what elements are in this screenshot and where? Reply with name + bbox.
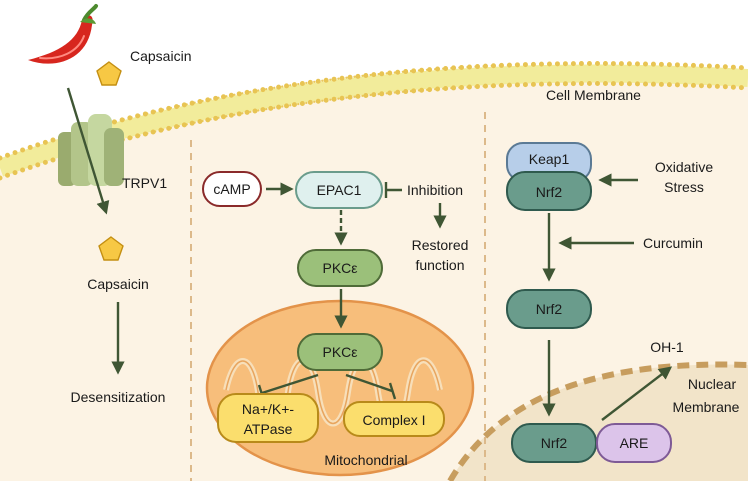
inhibit-complex1-line [345, 373, 393, 393]
are-node [596, 423, 672, 463]
svg-text:ATPase: ATPase [244, 421, 293, 437]
svg-text:PKCε: PKCε [322, 260, 357, 276]
label-oxidative: Oxidative [655, 159, 714, 175]
pkce-node [297, 249, 383, 287]
svg-text:Nrf2: Nrf2 [541, 435, 568, 451]
nrf2-free-node [506, 289, 592, 329]
capsaicin-entry-arrow [66, 87, 110, 215]
complex1-node [343, 401, 445, 437]
nrf2-bound-node [506, 171, 592, 211]
svg-text:cAMP: cAMP [213, 181, 250, 197]
label-function: function [415, 257, 464, 273]
label-inhibition: Inhibition [407, 182, 463, 198]
label-cell-membrane: Cell Membrane [546, 87, 641, 103]
oh1-expression-arrow [601, 366, 673, 421]
nuclear-membrane [447, 361, 748, 481]
svg-text:PKCε: PKCε [322, 344, 357, 360]
label-membrane: Membrane [673, 399, 740, 415]
capsaicin-pentagon-icon [98, 236, 124, 261]
svg-text:Keap1: Keap1 [529, 151, 570, 167]
pkce-mito-node [297, 333, 383, 371]
na-k-atpase-node [217, 393, 319, 443]
mitochondrion [205, 299, 475, 477]
label-capsaicin-top: Capsaicin [130, 48, 191, 64]
label-restored: Restored [412, 237, 469, 253]
label-nuclear: Nuclear [688, 376, 737, 392]
svg-text:EPAC1: EPAC1 [317, 182, 362, 198]
epac1-node [295, 171, 383, 209]
svg-text:Complex I: Complex I [362, 412, 425, 428]
label-oh1: OH-1 [650, 339, 684, 355]
trpv1-channel-icon [58, 114, 124, 186]
svg-text:ARE: ARE [620, 435, 649, 451]
svg-text:Nrf2: Nrf2 [536, 301, 563, 317]
label-stress: Stress [664, 179, 704, 195]
chili-pepper-icon [28, 4, 98, 64]
svg-text:Na+/K+-: Na+/K+- [242, 401, 294, 417]
label-trpv1: TRPV1 [122, 175, 167, 191]
inhibit-na-k-line [261, 373, 319, 395]
label-desensitization: Desensitization [71, 389, 166, 405]
label-curcumin: Curcumin [643, 235, 703, 251]
label-capsaicin-inside: Capsaicin [87, 276, 148, 292]
svg-text:Nrf2: Nrf2 [536, 184, 563, 200]
camp-node [202, 171, 262, 207]
capsaicin-pentagon-icon [96, 61, 122, 86]
label-mitochondrial: Mitochondrial [324, 452, 407, 468]
